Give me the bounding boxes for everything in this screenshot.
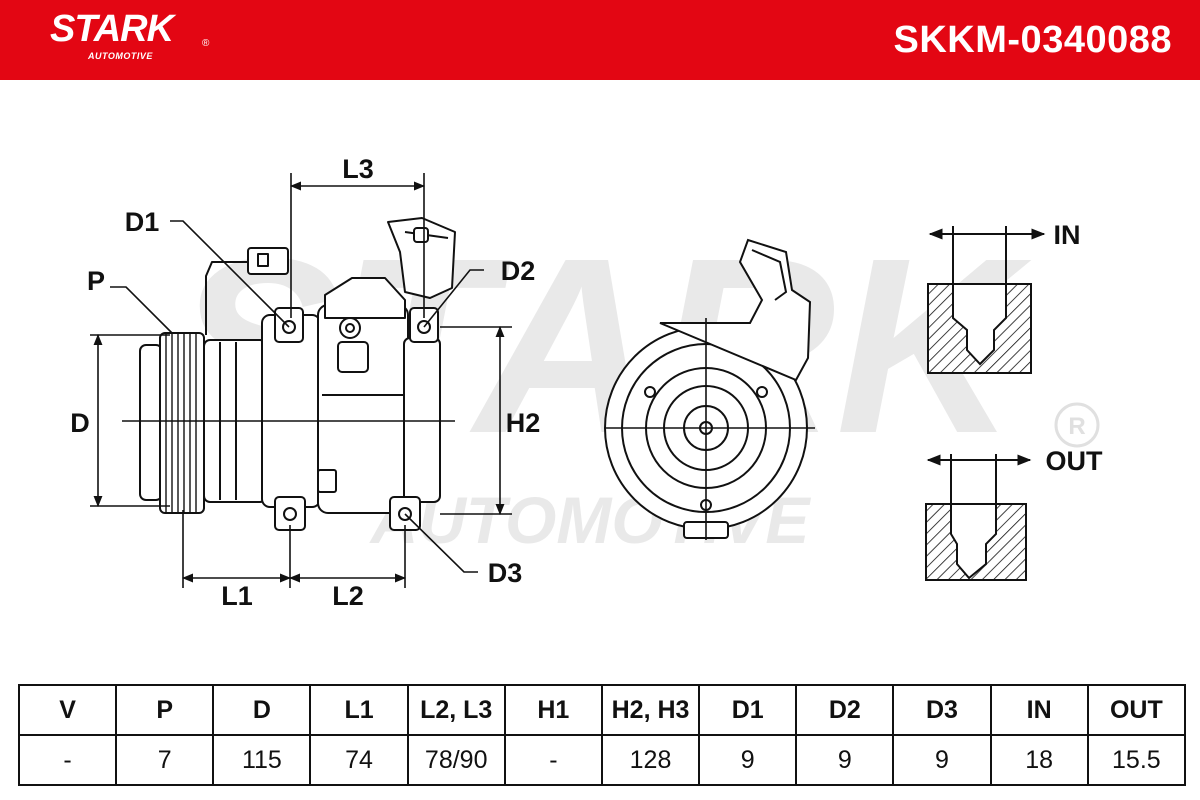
specs-header-cell: D1 bbox=[698, 684, 798, 736]
label-l2: L2 bbox=[332, 581, 364, 611]
specs-header-cell: H2, H3 bbox=[600, 684, 701, 736]
outlet-port-section bbox=[925, 454, 1032, 581]
specs-header-cell: D3 bbox=[892, 684, 992, 736]
specs-header-cell: H1 bbox=[503, 684, 603, 736]
part-number: SKKM-0340088 bbox=[893, 19, 1172, 61]
dimension-lines bbox=[90, 173, 512, 588]
brand-logo-subtitle: AUTOMOTIVE bbox=[88, 51, 153, 61]
specs-header-cell: IN bbox=[989, 684, 1089, 736]
technical-drawing: STARK AUTOMOTIVE R bbox=[70, 154, 1104, 611]
label-out: OUT bbox=[1046, 446, 1104, 476]
brand-logo-registered: ® bbox=[202, 38, 210, 49]
label-p: P bbox=[87, 266, 105, 296]
specs-value-cell: - bbox=[17, 734, 118, 786]
label-d3: D3 bbox=[488, 558, 523, 588]
specs-value-cell: 9 bbox=[795, 734, 895, 786]
specs-header-cell: V bbox=[17, 684, 118, 736]
inlet-port-section bbox=[927, 226, 1046, 374]
specs-value-cell: 115 bbox=[212, 734, 312, 786]
specs-value-cell: 7 bbox=[115, 734, 215, 786]
label-d2: D2 bbox=[501, 256, 536, 286]
specs-header-cell: P bbox=[115, 684, 215, 736]
specs-value-cell: 15.5 bbox=[1086, 734, 1187, 786]
specs-header-cell: D2 bbox=[795, 684, 895, 736]
label-l3: L3 bbox=[342, 154, 374, 184]
label-l1: L1 bbox=[221, 581, 253, 611]
specs-value-cell: 128 bbox=[600, 734, 701, 786]
watermark-registered-letter: R bbox=[1068, 413, 1085, 440]
specs-header-cell: L2, L3 bbox=[406, 684, 506, 736]
specs-value-row: - 7 115 74 78/90 - 128 9 9 9 18 15.5 bbox=[17, 734, 1187, 786]
header-bar: STARK ® AUTOMOTIVE SKKM-0340088 bbox=[0, 0, 1200, 80]
brand-logo: STARK ® AUTOMOTIVE bbox=[50, 8, 209, 61]
specs-table-wrapper: V P D L1 L2, L3 H1 H2, H3 D1 D2 D3 IN OU… bbox=[17, 684, 1187, 786]
specs-value-cell: - bbox=[503, 734, 603, 786]
front-center-lines bbox=[604, 318, 815, 540]
specs-header-row: V P D L1 L2, L3 H1 H2, H3 D1 D2 D3 IN OU… bbox=[17, 684, 1187, 736]
brand-logo-text: STARK bbox=[50, 8, 174, 50]
watermark-registered-icon bbox=[1054, 402, 1100, 448]
specs-header-cell: D bbox=[212, 684, 312, 736]
specs-value-cell: 9 bbox=[698, 734, 798, 786]
label-in: IN bbox=[1054, 220, 1081, 250]
label-d1: D1 bbox=[125, 207, 160, 237]
specs-table: V P D L1 L2, L3 H1 H2, H3 D1 D2 D3 IN OU… bbox=[17, 684, 1187, 786]
specs-value-cell: 74 bbox=[309, 734, 409, 786]
specs-header-cell: OUT bbox=[1086, 684, 1187, 736]
specs-value-cell: 78/90 bbox=[406, 734, 506, 786]
label-d: D bbox=[70, 408, 90, 438]
specs-value-cell: 18 bbox=[989, 734, 1089, 786]
label-h2: H2 bbox=[506, 408, 541, 438]
specs-value-cell: 9 bbox=[892, 734, 992, 786]
specs-header-cell: L1 bbox=[309, 684, 409, 736]
